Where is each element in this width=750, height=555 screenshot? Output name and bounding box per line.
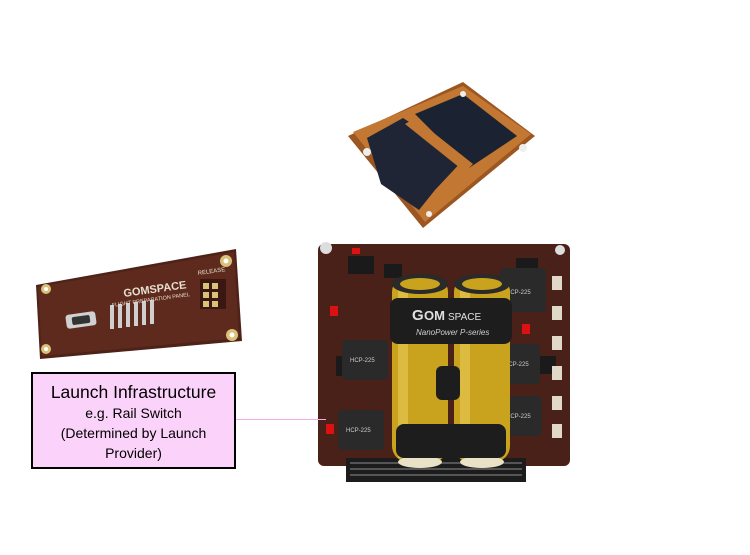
brand-g: G [412,307,424,324]
power-board-image: HCP-225 HCP-225 HCP-225 HCP-225 HCP-225 … [318,242,570,482]
launch-infrastructure-callout: Launch Infrastructure e.g. Rail Switch (… [31,372,236,469]
model-label: NanoPower P-series [416,328,489,337]
callout-line-2: (Determined by Launch [60,425,207,441]
callout-line-3: Provider) [105,445,162,461]
release-label: RELEASE [197,267,225,277]
chip-label-3: HCP-225 [506,414,531,420]
callout-line-1: e.g. Rail Switch [85,405,182,421]
chip-label-1: HCP-225 [506,290,531,296]
brand-space: SPACE [448,312,481,323]
chip-label-4: HCP-225 [350,358,375,364]
callout-leader-line [236,419,326,420]
callout-title: Launch Infrastructure [50,382,217,402]
flight-preparation-panel-image: GOMSPACE FLIGHT PREPARATION PANEL RELEAS… [36,249,242,359]
brand-om: OM [424,308,445,323]
solar-panel-image [348,82,535,228]
chip-label-5: HCP-225 [346,428,371,434]
chip-label-2: HCP-225 [504,362,529,368]
